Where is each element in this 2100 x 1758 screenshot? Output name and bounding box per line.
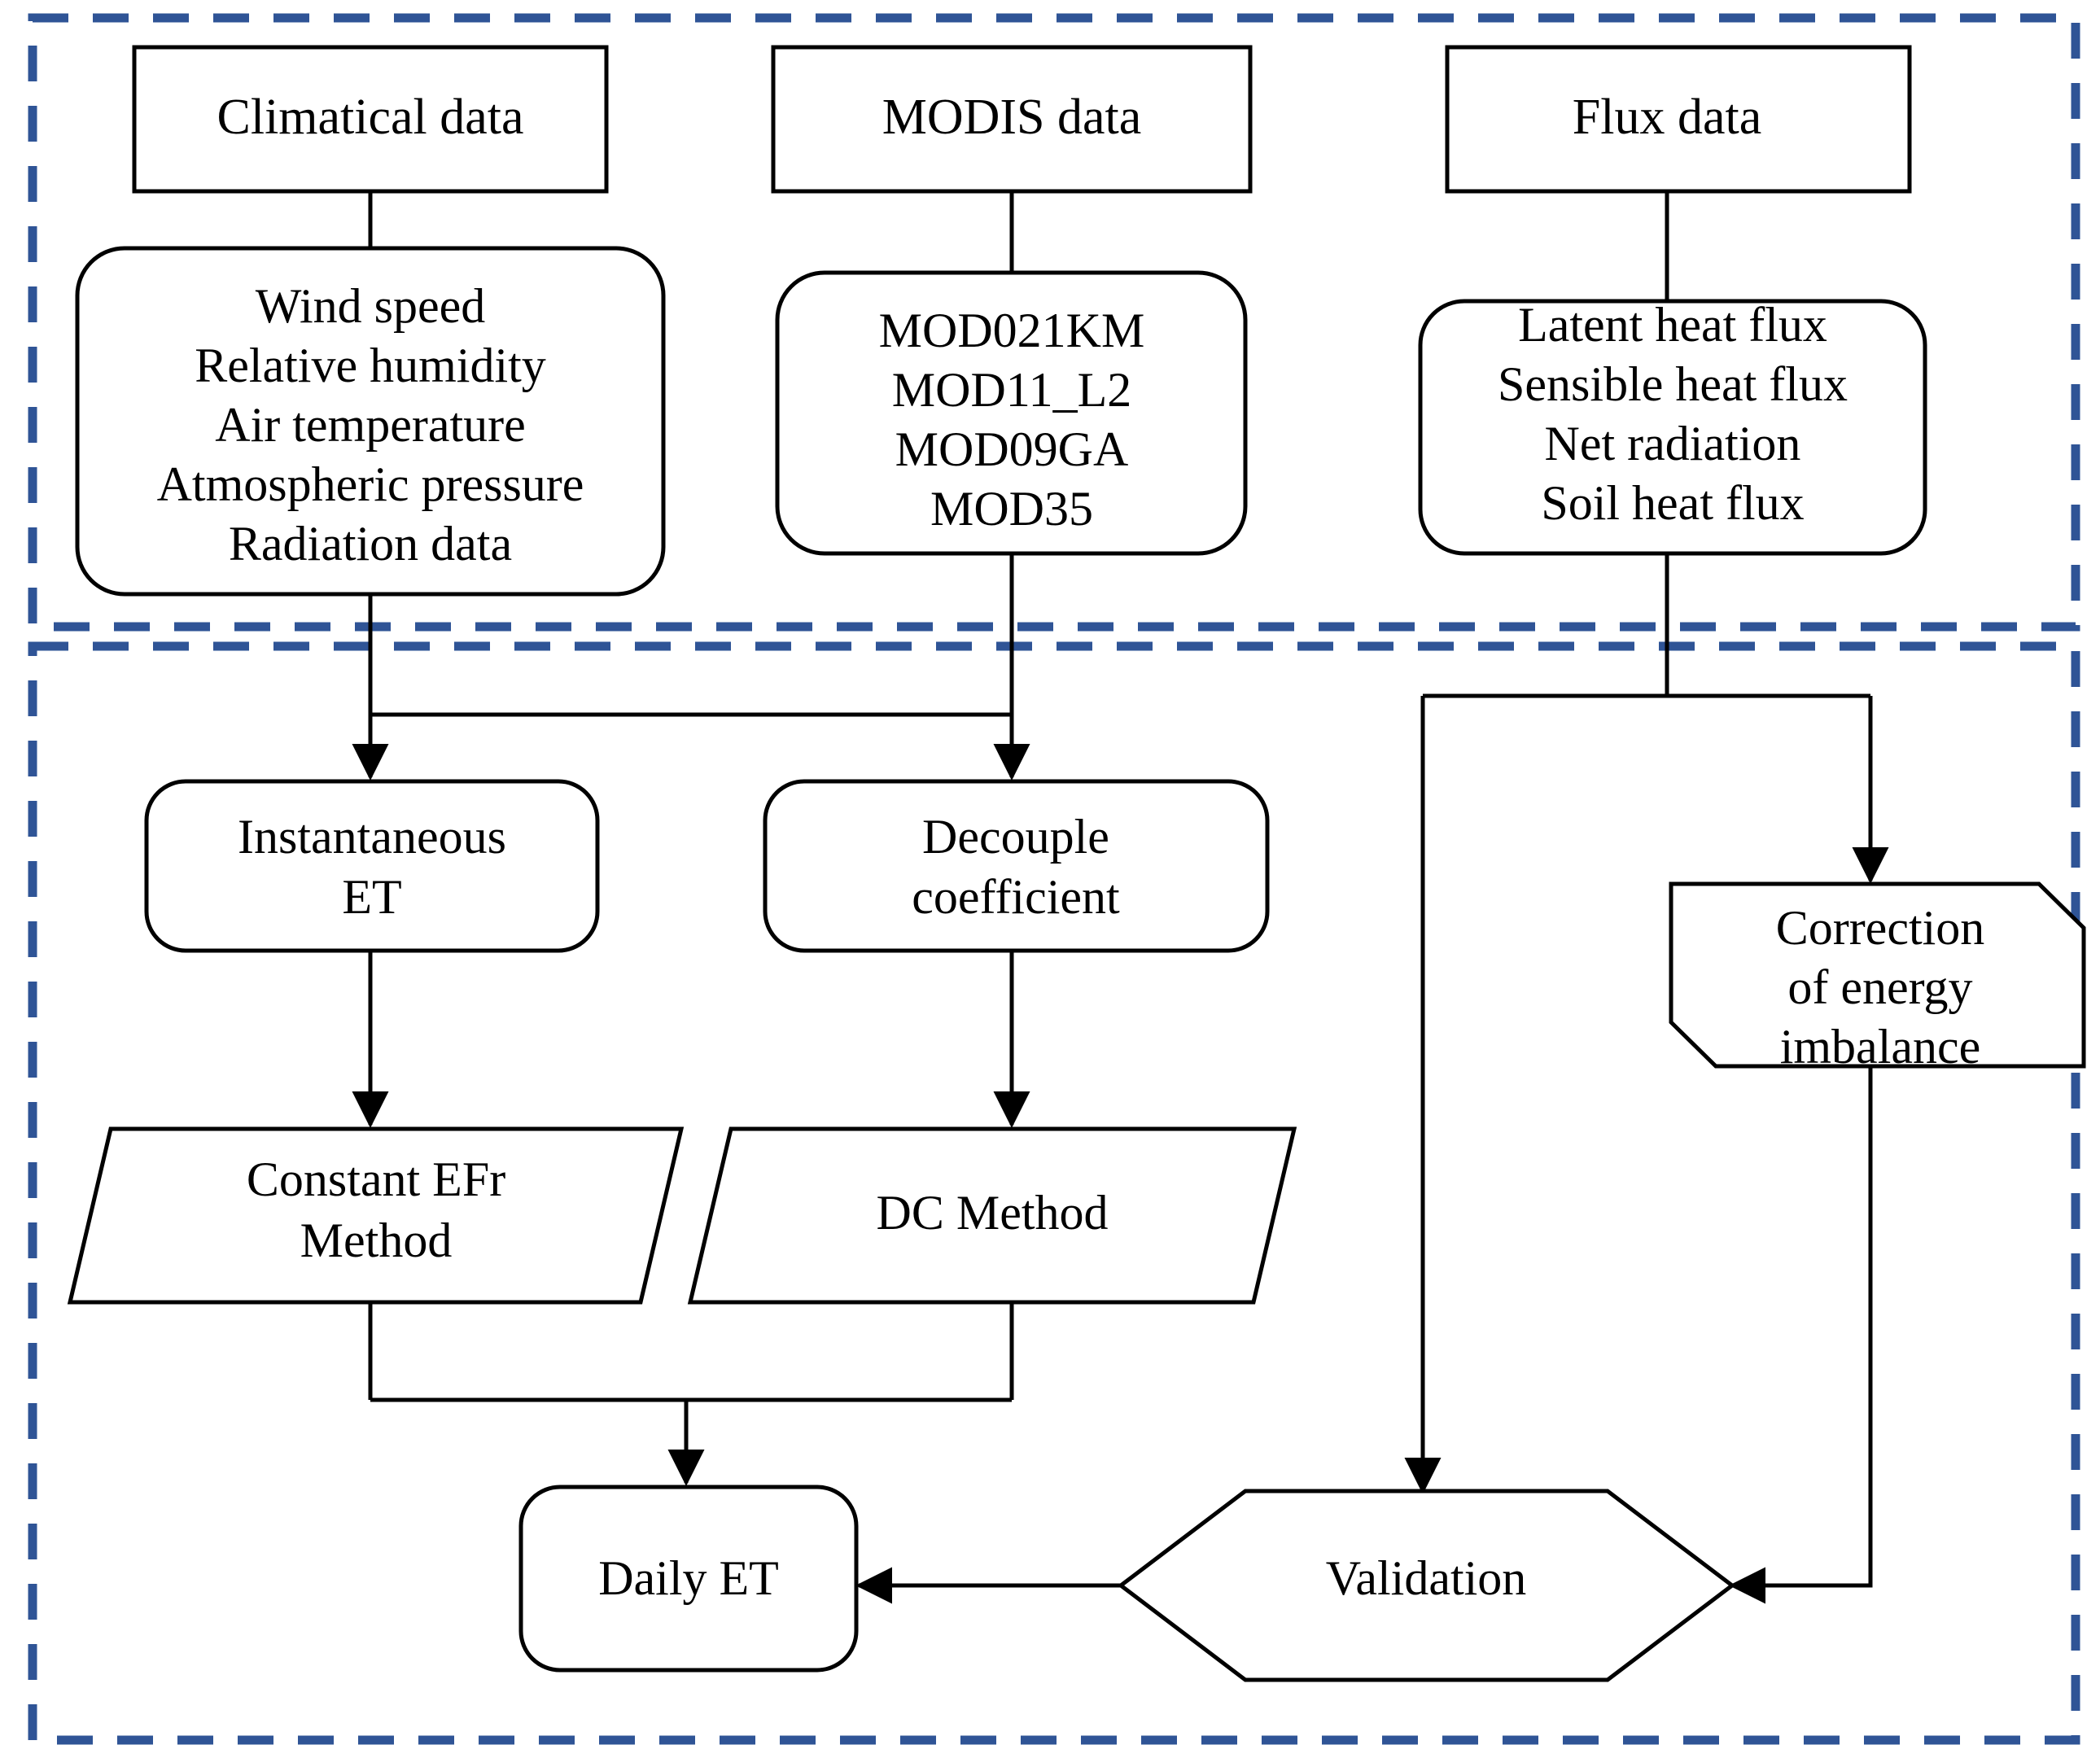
node-climatical-data[interactable]: Climatical data <box>132 45 609 194</box>
node-correction-energy-imbalance[interactable]: Correction of energy imbalance <box>1669 881 2086 1074</box>
section-frame-data-inputs <box>28 13 2080 632</box>
node-flux-list-line-1: Sensible heat flux <box>1498 357 1848 411</box>
node-daily-et-line-0: Daily ET <box>598 1551 779 1605</box>
node-climatical-list-line-0: Wind speed <box>256 279 486 333</box>
node-modis-data-label: MODIS data <box>882 90 1142 145</box>
node-validation[interactable]: Validation <box>1117 1489 1736 1682</box>
node-flux-list[interactable]: Latent heat flux Sensible heat flux Net … <box>1418 298 1927 556</box>
node-modis-data[interactable]: MODIS data <box>771 45 1253 194</box>
node-decouple-coefficient-line-1: coefficient <box>912 870 1120 924</box>
node-constant-efr-line-0: Constant EFr <box>247 1152 505 1206</box>
node-climatical-list[interactable]: Wind speed Relative humidity Air tempera… <box>75 246 666 597</box>
node-climatical-list-line-3: Atmospheric pressure <box>157 457 584 511</box>
node-dc-method[interactable]: DC Method <box>687 1126 1297 1305</box>
node-decouple-coefficient-line-0: Decouple <box>922 810 1109 864</box>
node-modis-list-line-0: MOD021KM <box>879 304 1145 357</box>
node-climatical-data-label: Climatical data <box>217 90 523 145</box>
node-instantaneous-et[interactable]: Instantaneous ET <box>144 779 600 953</box>
node-validation-line-0: Validation <box>1326 1551 1527 1605</box>
node-climatical-list-line-1: Relative humidity <box>195 339 546 392</box>
node-correction-line-0: Correction <box>1776 901 1985 955</box>
node-flux-list-line-3: Soil heat flux <box>1541 476 1804 530</box>
node-modis-list[interactable]: MOD021KM MOD11_L2 MOD09GA MOD35 <box>775 270 1248 556</box>
node-instantaneous-et-line-1: ET <box>342 870 401 924</box>
node-climatical-list-line-2: Air temperature <box>215 398 525 452</box>
node-dc-method-line-0: DC Method <box>877 1186 1109 1240</box>
edge-correction-to-validation <box>1728 1066 1873 1604</box>
node-climatical-list-line-4: Radiation data <box>229 517 512 571</box>
node-correction-line-1: of energy <box>1787 960 1972 1014</box>
node-correction-line-2: imbalance <box>1780 1020 1981 1074</box>
node-flux-data-label: Flux data <box>1573 90 1761 145</box>
node-constant-efr-line-1: Method <box>300 1214 453 1267</box>
node-daily-et[interactable]: Daily ET <box>518 1485 859 1673</box>
node-modis-list-line-2: MOD09GA <box>895 422 1129 476</box>
node-instantaneous-et-line-0: Instantaneous <box>238 810 506 864</box>
node-modis-list-line-3: MOD35 <box>930 482 1093 536</box>
node-flux-list-line-0: Latent heat flux <box>1518 298 1827 352</box>
node-modis-list-line-1: MOD11_L2 <box>892 363 1131 417</box>
node-flux-data[interactable]: Flux data <box>1445 45 1912 194</box>
node-flux-list-line-2: Net radiation <box>1545 417 1801 470</box>
node-constant-efr-method[interactable]: Constant EFr Method <box>67 1126 685 1305</box>
section-frame-processing <box>28 641 2080 1745</box>
node-decouple-coefficient[interactable]: Decouple coefficient <box>763 779 1270 953</box>
